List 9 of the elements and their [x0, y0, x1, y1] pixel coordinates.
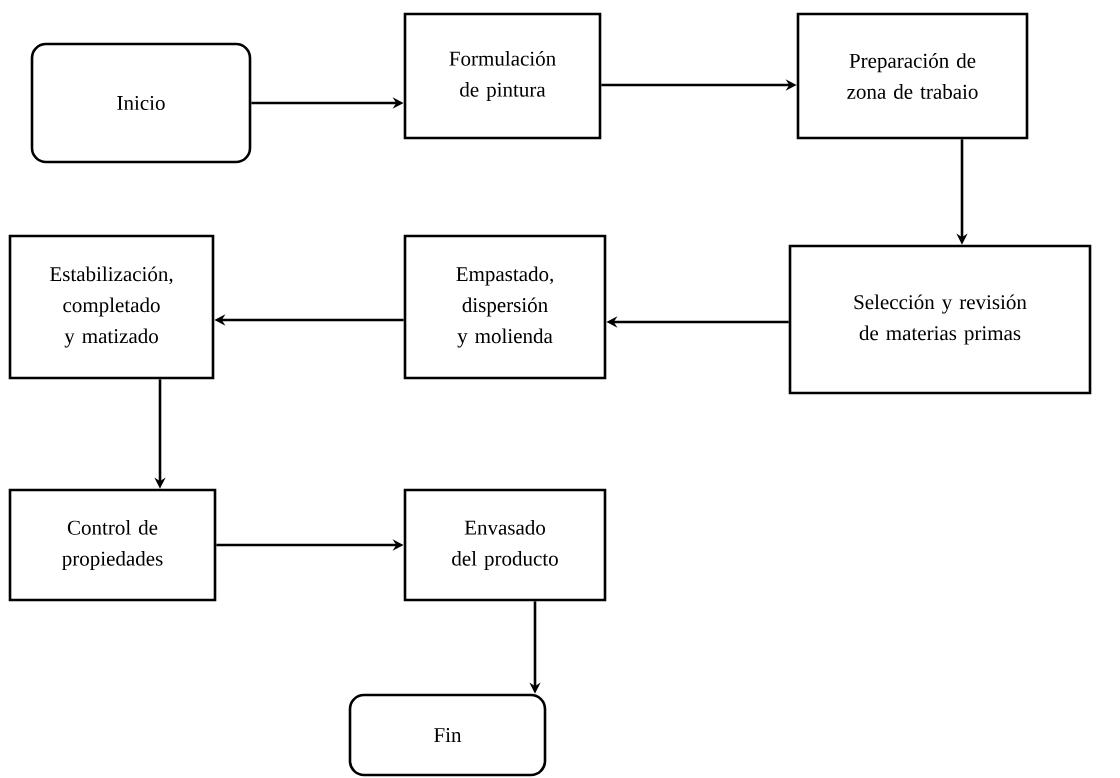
- terminal-box: Inicio: [30, 42, 252, 164]
- process-box: Preparación de zona de trabaio: [796, 12, 1029, 140]
- process-box: Selección y revisión de materias primas: [788, 244, 1092, 395]
- process-box: Estabilización, completado y matizado: [8, 234, 215, 380]
- process-box: Formulación de pintura: [403, 12, 602, 140]
- process-box: Envasado del producto: [403, 488, 607, 602]
- process-box: Control de propiedades: [8, 488, 217, 602]
- terminal-box: Fin: [348, 693, 547, 777]
- process-box: Empastado, dispersión y molienda: [403, 234, 607, 380]
